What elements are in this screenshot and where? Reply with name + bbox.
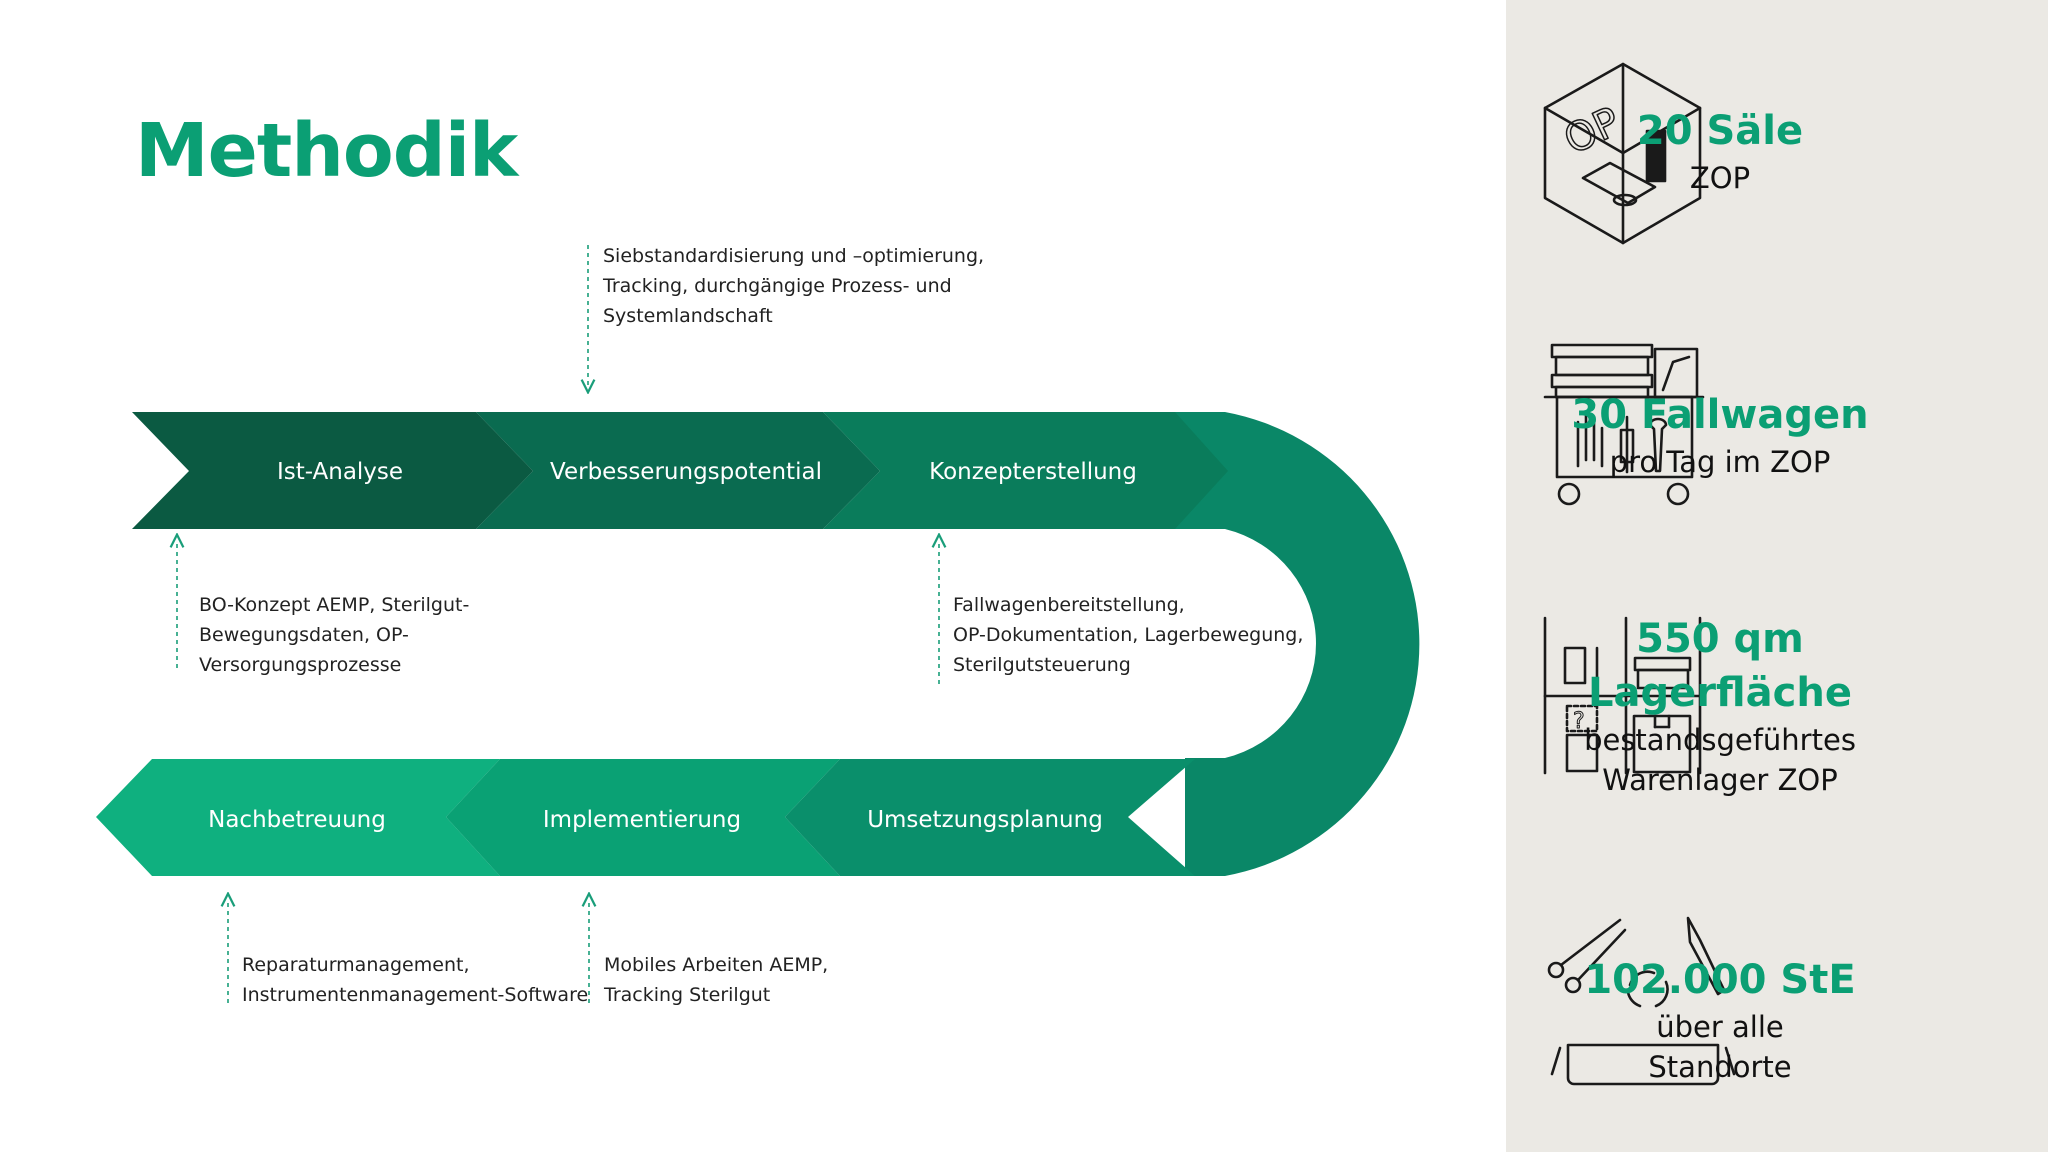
stat-ste-value: 102.000 StE <box>1584 957 1856 1003</box>
note-nachbetreuung: Reparaturmanagement, Instrumentenmanagem… <box>242 954 589 1006</box>
step-label-ist-analyse: Ist-Analyse <box>277 459 403 485</box>
stat-saele-value: 20 Säle <box>1636 108 1804 154</box>
step-chevron-umsetzungsplanung[interactable] <box>785 759 1195 876</box>
stat-fallwagen-value: 30 Fallwagen <box>1571 392 1869 438</box>
stat-saele-label: ZOP <box>1689 161 1751 195</box>
step-chevron-verbesserungspotential[interactable] <box>476 412 880 529</box>
step-label-nachbetreuung: Nachbetreuung <box>208 807 386 833</box>
step-chevron-ist-analyse[interactable] <box>132 412 533 529</box>
step-chevron-implementierung[interactable] <box>446 759 840 876</box>
stat-fallwagen-label: pro Tag im ZOP <box>1609 445 1831 479</box>
note-verbesserungspotential: Siebstandardisierung und –optimierung, T… <box>603 245 985 327</box>
note-implementierung: Mobiles Arbeiten AEMP, Tracking Sterilgu… <box>604 954 829 1006</box>
u-turn-curve <box>1175 412 1420 876</box>
step-chevron-konzepterstellung[interactable] <box>823 412 1228 529</box>
stat-ste-label: über alle Standorte <box>1648 1010 1792 1084</box>
note-konzepterstellung: Fallwagenbereitstellung, OP-Dokumentatio… <box>953 594 1304 676</box>
stat-lagerflaeche: 550 qm Lagerfläche bestandsgeführtes War… <box>1545 612 1895 800</box>
step-label-implementierung: Implementierung <box>543 807 741 833</box>
note-ist-analyse: BO-Konzept AEMP, Sterilgut- Bewegungsdat… <box>199 594 470 676</box>
stat-lagerflaeche-value: 550 qm Lagerfläche <box>1588 616 1852 716</box>
stat-lagerflaeche-label: bestandsgeführtes Warenlager ZOP <box>1584 723 1856 797</box>
stat-ste: 102.000 StE über alle Standorte <box>1545 953 1895 1087</box>
process-diagram: Ist-Analyse Verbesserungspotential Konze… <box>96 245 1420 1003</box>
step-label-konzepterstellung: Konzepterstellung <box>929 459 1137 485</box>
step-label-verbesserungspotential: Verbesserungspotential <box>550 459 822 485</box>
page-title: Methodik <box>135 108 518 194</box>
step-chevron-nachbetreuung[interactable] <box>96 759 500 876</box>
step-label-umsetzungsplanung: Umsetzungsplanung <box>867 807 1103 833</box>
stat-saele: 20 Säle ZOP <box>1545 104 1895 198</box>
stat-fallwagen: 30 Fallwagen pro Tag im ZOP <box>1545 388 1895 482</box>
